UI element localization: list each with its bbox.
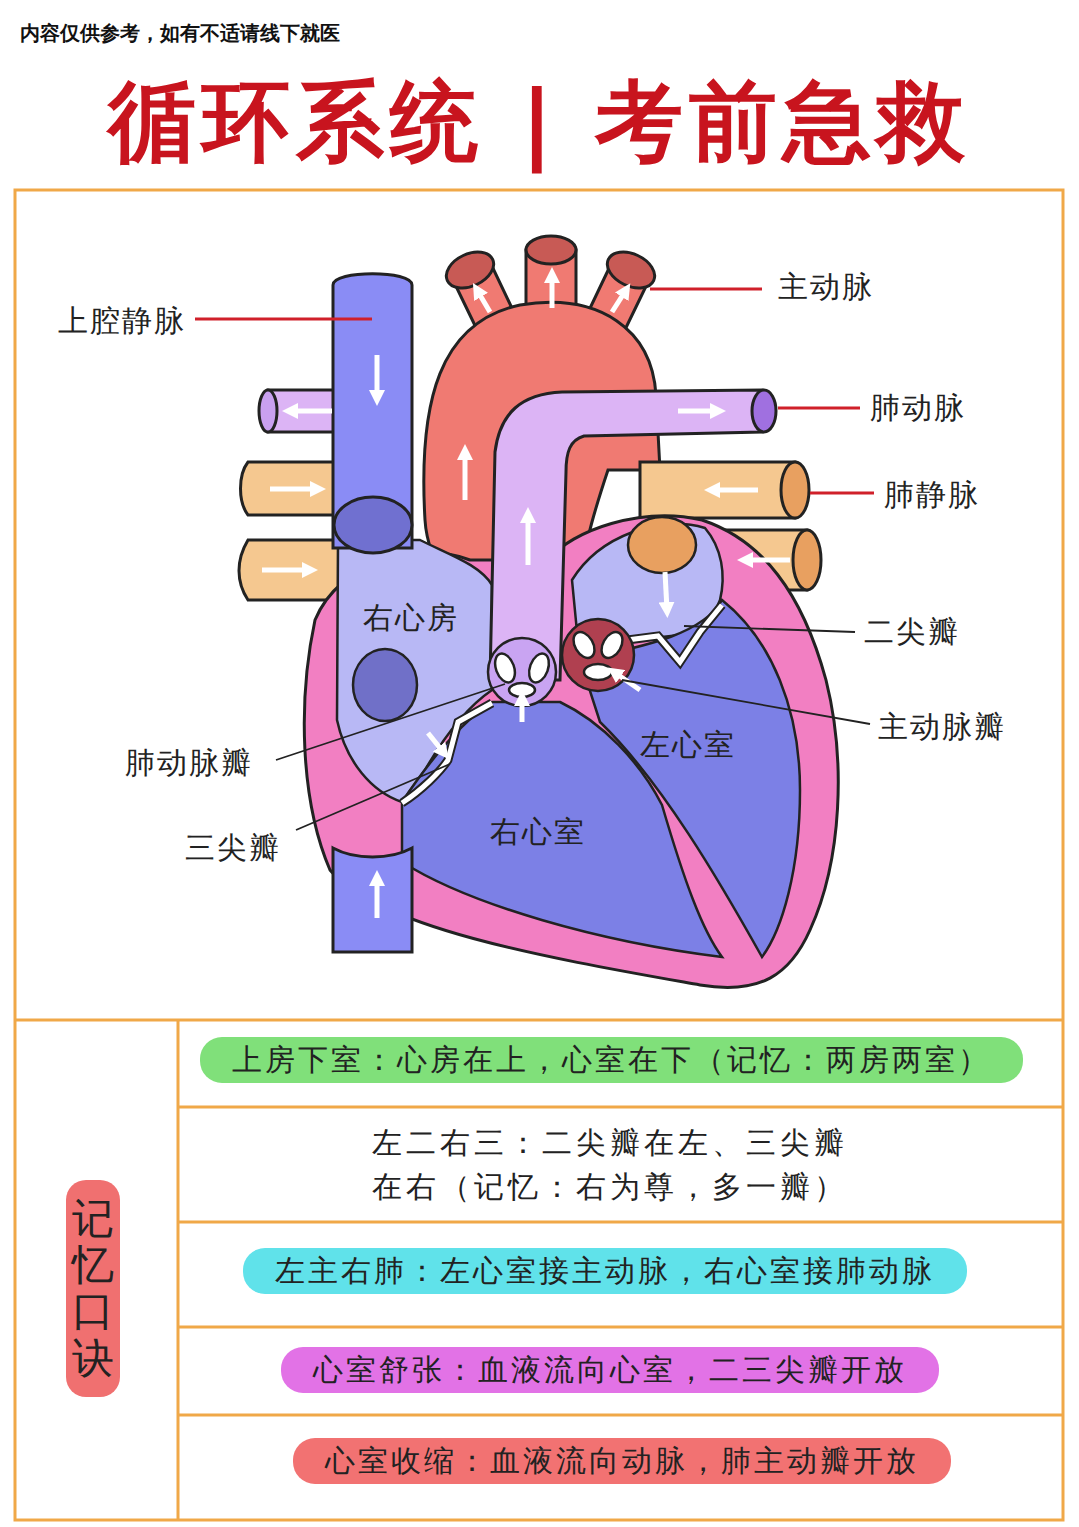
pulmonary-valve [509,683,535,697]
pulmonary-artery [490,390,762,680]
pulmonary-valve [491,651,518,685]
av-valves [402,703,492,803]
aortic-valve [597,628,627,661]
leader-lines [810,492,874,495]
chamber-label: 右心房 [363,599,459,637]
part-label: 上腔静脉 [58,302,186,340]
chamber-label: 右心室 [490,813,586,851]
highlight-band: 心室舒张：血液流向心室，二三尖瓣开放 [281,1347,939,1393]
valve-leader-lines [276,684,505,760]
heart-wall [304,516,838,988]
pulmonary-valve [488,638,556,706]
heart-wall [304,516,838,988]
valve-leader-lines [684,626,855,632]
node-text: 记忆口诀 [72,1196,114,1381]
table-frame [15,190,1063,1520]
node-text: 心室收缩：血液流向动脉，肺主动瓣开放 [325,1443,919,1478]
flow-arrows [665,572,667,610]
highlight-band: 上房下室：心房在上，心室在下（记忆：两房两室） [200,1037,1023,1083]
vena-cava [334,497,412,553]
pulmonary-valve [488,638,556,706]
flow-arrows [262,568,310,573]
flow-arrows [290,409,332,414]
flow-arrows [612,290,626,312]
highlight-band: 左主右肺：左心室接主动脉，右心室接肺动脉 [243,1248,967,1294]
leader-lines [778,407,860,410]
table-frame [178,1221,1063,1224]
aortic-valve [584,664,612,680]
flow-arrows [270,487,318,492]
heart-chambers [628,517,696,573]
pulmonary-artery [490,390,776,680]
disclaimer-note: 内容仅供参考，如有不适请线下就医 [20,21,340,46]
flow-arrows [477,290,490,312]
highlight-band: 心室收缩：血液流向动脉，肺主动瓣开放 [293,1438,951,1484]
pulmonary-veins [241,462,346,515]
flow-arrows [712,488,758,493]
part-label: 肺动脉瓣 [125,744,253,782]
heart-chambers [353,649,417,721]
table-frame [178,1106,1063,1109]
av-valves [402,703,492,803]
valve-leader-lines [276,626,870,830]
mnemonic-heading-pill: 记忆口诀 [66,1180,120,1397]
pulmonary-artery [752,390,776,432]
flow-arrows [428,733,444,753]
part-label: 肺动脉 [870,389,966,427]
pulmonary-veins [793,530,821,590]
aorta [441,245,500,295]
flow-arrows [526,515,531,565]
aortic-valve [569,628,599,661]
leader-lines [195,289,874,493]
pulmonary-artery-branch [259,390,277,432]
vena-cava [333,848,412,952]
heart-chambers [580,600,800,957]
part-label: 主动脉 [778,268,874,306]
flow-arrows [262,275,790,918]
part-label: 二尖瓣 [864,613,960,651]
part-label: 三尖瓣 [185,829,281,867]
pulmonary-veins [781,462,809,518]
flow-arrows [745,558,790,563]
flow-arrows [375,878,380,918]
pulmonary-veins [640,462,795,518]
table-frame [15,1019,1063,1022]
valve-leader-lines [296,764,450,830]
pulmonary-veins [239,540,345,600]
flow-arrows [463,452,468,500]
valve-leader-lines [622,680,870,724]
node-text: 上房下室：心房在上，心室在下（记忆：两房两室） [232,1042,991,1077]
part-label: 肺静脉 [884,476,980,514]
table-frame [178,1326,1063,1329]
leader-lines [195,318,372,321]
page-title: 循环系统 | 考前急救 [108,67,971,177]
node-text: 左主右肺：左心室接主动脉，右心室接肺动脉 [275,1253,935,1288]
flow-arrows [550,275,555,308]
flow-arrows [520,698,525,722]
leader-lines [650,288,762,291]
aorta [526,236,576,264]
pulmonary-valve [525,651,552,685]
part-label: 主动脉瓣 [878,708,1006,746]
flow-arrows [375,355,380,398]
table-frame [15,190,1063,1520]
table-cell: 左二右三：二尖瓣在左、三尖瓣在右（记忆：右为尊，多一瓣） [372,1121,872,1208]
table-frame [178,1414,1063,1417]
table-frame [177,1020,180,1520]
node-text: 心室舒张：血液流向心室，二三尖瓣开放 [313,1352,907,1387]
chamber-label: 左心室 [640,726,736,764]
flow-arrows [678,409,718,414]
